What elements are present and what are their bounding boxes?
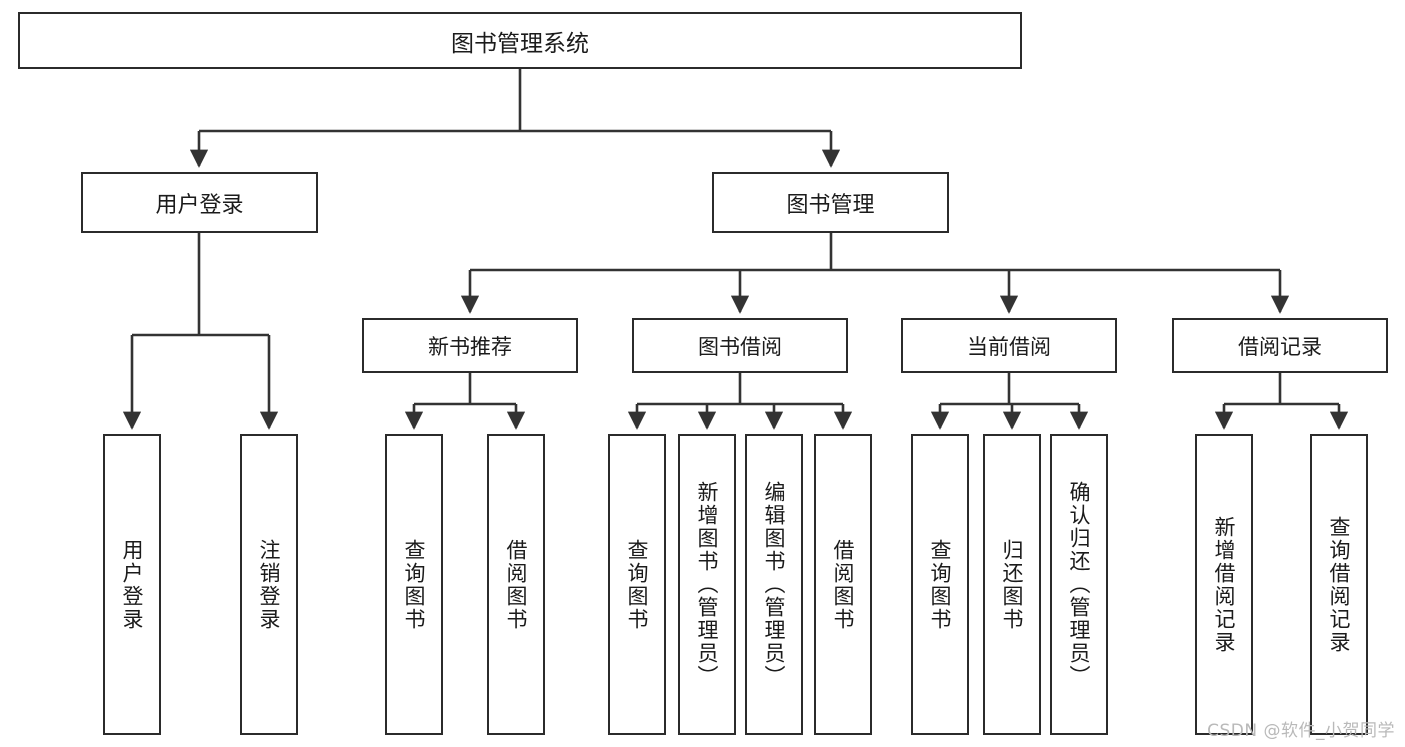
node-leaf-query-book-3[interactable]: 查询图书 — [911, 434, 969, 735]
node-leaf-query-record[interactable]: 查询借阅记录 — [1310, 434, 1368, 735]
node-book-manage[interactable]: 图书管理 — [712, 172, 949, 233]
node-leaf-query-book-2-label: 查询图书 — [625, 538, 650, 631]
node-leaf-add-book-label: 新增图书（管理员） — [695, 481, 720, 688]
node-borrow-record-label: 借阅记录 — [1238, 334, 1322, 359]
node-leaf-user-login[interactable]: 用户登录 — [103, 434, 161, 735]
node-leaf-add-record[interactable]: 新增借阅记录 — [1195, 434, 1253, 735]
node-leaf-edit-book[interactable]: 编辑图书（管理员） — [745, 434, 803, 735]
node-leaf-user-login-label: 用户登录 — [120, 538, 145, 631]
node-leaf-query-record-label: 查询借阅记录 — [1327, 515, 1352, 654]
node-leaf-logout[interactable]: 注销登录 — [240, 434, 298, 735]
node-leaf-borrow-book-2-label: 借阅图书 — [831, 538, 856, 631]
node-book-borrow[interactable]: 图书借阅 — [632, 318, 848, 373]
node-leaf-query-book-1-label: 查询图书 — [402, 538, 427, 631]
csdn-watermark: CSDN @软件_小贺同学 — [1207, 721, 1395, 741]
node-new-book-rec[interactable]: 新书推荐 — [362, 318, 578, 373]
node-leaf-return-book-label: 归还图书 — [1000, 538, 1025, 631]
node-leaf-borrow-book-1[interactable]: 借阅图书 — [487, 434, 545, 735]
node-user-login[interactable]: 用户登录 — [81, 172, 318, 233]
node-borrow-record[interactable]: 借阅记录 — [1172, 318, 1388, 373]
node-current-borrow[interactable]: 当前借阅 — [901, 318, 1117, 373]
node-leaf-add-record-label: 新增借阅记录 — [1212, 515, 1237, 654]
node-leaf-borrow-book-1-label: 借阅图书 — [504, 538, 529, 631]
node-leaf-confirm-return-label: 确认归还（管理员） — [1067, 481, 1092, 688]
node-leaf-confirm-return[interactable]: 确认归还（管理员） — [1050, 434, 1108, 735]
node-leaf-query-book-3-label: 查询图书 — [928, 538, 953, 631]
node-leaf-logout-label: 注销登录 — [257, 538, 282, 631]
node-user-login-label: 用户登录 — [155, 192, 244, 218]
node-leaf-return-book[interactable]: 归还图书 — [983, 434, 1041, 735]
node-root[interactable]: 图书管理系统 — [18, 12, 1022, 69]
node-leaf-edit-book-label: 编辑图书（管理员） — [762, 481, 787, 688]
node-leaf-query-book-2[interactable]: 查询图书 — [608, 434, 666, 735]
node-leaf-borrow-book-2[interactable]: 借阅图书 — [814, 434, 872, 735]
node-book-manage-label: 图书管理 — [786, 192, 875, 218]
node-leaf-query-book-1[interactable]: 查询图书 — [385, 434, 443, 735]
node-book-borrow-label: 图书借阅 — [698, 334, 782, 359]
node-root-label: 图书管理系统 — [451, 30, 589, 57]
node-new-book-rec-label: 新书推荐 — [428, 334, 512, 359]
node-leaf-add-book[interactable]: 新增图书（管理员） — [678, 434, 736, 735]
node-current-borrow-label: 当前借阅 — [967, 334, 1051, 359]
